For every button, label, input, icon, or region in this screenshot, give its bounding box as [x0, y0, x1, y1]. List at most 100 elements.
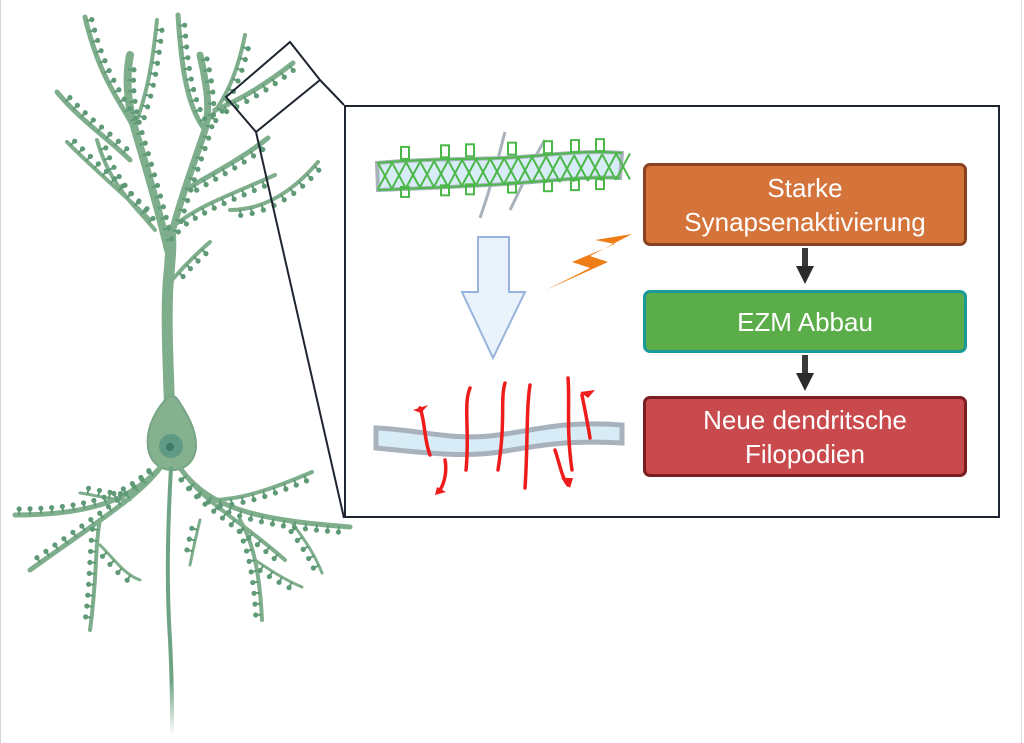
basal-dendrite: [208, 470, 314, 502]
ecm-strand: [475, 158, 491, 186]
frame-edge-left: [0, 0, 1, 743]
spine-head: [193, 494, 200, 500]
spine-head: [206, 67, 212, 73]
ecm-spine-cage: [507, 181, 517, 194]
pyramidal-neuron-icon: [12, 12, 353, 737]
filopodium: [523, 383, 532, 490]
spine-head: [203, 251, 209, 257]
spine-head: [96, 487, 103, 494]
spine-head: [324, 528, 331, 534]
spine-head: [260, 207, 267, 213]
ecm-strand: [419, 160, 435, 188]
spine-head: [85, 592, 91, 598]
spine-head: [281, 197, 287, 203]
spine-head: [88, 537, 94, 543]
spine-head: [202, 116, 208, 122]
filopodium: [566, 376, 574, 472]
spine-head: [87, 548, 94, 555]
spine-head: [117, 491, 124, 497]
spine-head: [67, 95, 73, 101]
spine-head: [97, 510, 103, 516]
spine-head: [235, 78, 241, 84]
spine-head: [150, 215, 156, 222]
spine-head: [258, 519, 265, 525]
spine-head: [156, 49, 162, 55]
spine-head: [300, 183, 306, 189]
dendrite-branch: [175, 12, 208, 133]
spine-head: [182, 33, 189, 39]
filopodium-head: [561, 478, 573, 488]
spine-head: [194, 187, 200, 193]
spine-head: [251, 187, 257, 194]
spine-head: [131, 88, 137, 94]
spine-head: [186, 65, 192, 72]
ecm-strand: [447, 159, 463, 187]
basal-dendrite: [188, 518, 202, 567]
spine-head: [210, 89, 216, 95]
ecm-edge: [377, 176, 621, 191]
spine-head: [263, 87, 269, 93]
basal-dendrite: [253, 558, 304, 589]
spine-head: [124, 146, 130, 152]
spine-head: [185, 486, 192, 492]
spine-head: [244, 98, 250, 105]
spine-head: [136, 198, 142, 204]
ecm-spine-cage: [400, 185, 410, 198]
dendrite-branch: [65, 140, 152, 222]
spine-head: [146, 469, 152, 475]
spine-head: [313, 527, 320, 533]
spine-head: [224, 108, 230, 115]
spine-head: [132, 115, 139, 121]
dendritic-spines: [16, 17, 342, 620]
spine-head: [178, 477, 184, 483]
spine-head: [123, 490, 129, 497]
step-ecm-degradation: EZM Abbau: [643, 290, 967, 353]
spine-head: [121, 96, 127, 102]
step-label-line: Starke: [767, 172, 843, 203]
ecm-spine-cage: [440, 144, 450, 159]
ecm-strand: [405, 161, 421, 189]
spine-head: [141, 115, 147, 121]
spine-head: [245, 46, 251, 52]
spine-head: [91, 27, 98, 33]
spine-head: [132, 98, 138, 104]
spine-head: [106, 67, 112, 74]
spine-head: [157, 193, 164, 199]
spine-head: [186, 536, 192, 542]
filopodium-head: [580, 390, 595, 398]
filopodium: [580, 393, 592, 440]
spine-head: [181, 208, 187, 214]
ecm-spine-cage: [400, 145, 410, 160]
filopodium: [438, 458, 448, 492]
spine-head: [293, 482, 299, 488]
spine-head: [130, 77, 137, 83]
dendrite-branch: [54, 89, 133, 163]
dendrite-branch: [123, 51, 172, 254]
spine-head: [89, 526, 96, 532]
nucleolus: [166, 443, 174, 451]
spine-head: [87, 559, 93, 566]
spine-head: [202, 210, 208, 216]
spine-head: [131, 483, 137, 490]
spine-head: [102, 58, 108, 64]
dendrite-shaft: [373, 421, 625, 458]
spine-head: [87, 153, 94, 160]
dendrite-with-filopodia-icon: [373, 421, 625, 458]
spine-head: [160, 204, 166, 210]
spine-head: [151, 172, 158, 178]
spine-head: [211, 205, 217, 211]
spine-head: [103, 145, 109, 151]
spine-head: [79, 523, 85, 529]
spine-head: [178, 218, 184, 224]
flow-connector: [796, 248, 814, 391]
spine-head: [283, 486, 289, 492]
spine-head: [154, 60, 161, 66]
spine-head: [184, 44, 190, 50]
spine-head: [120, 183, 126, 189]
basal-dendrite: [88, 518, 102, 632]
spine-head: [266, 573, 273, 580]
spine-head: [197, 106, 203, 113]
spine-head: [190, 86, 197, 93]
dendrite-branch: [133, 18, 159, 127]
